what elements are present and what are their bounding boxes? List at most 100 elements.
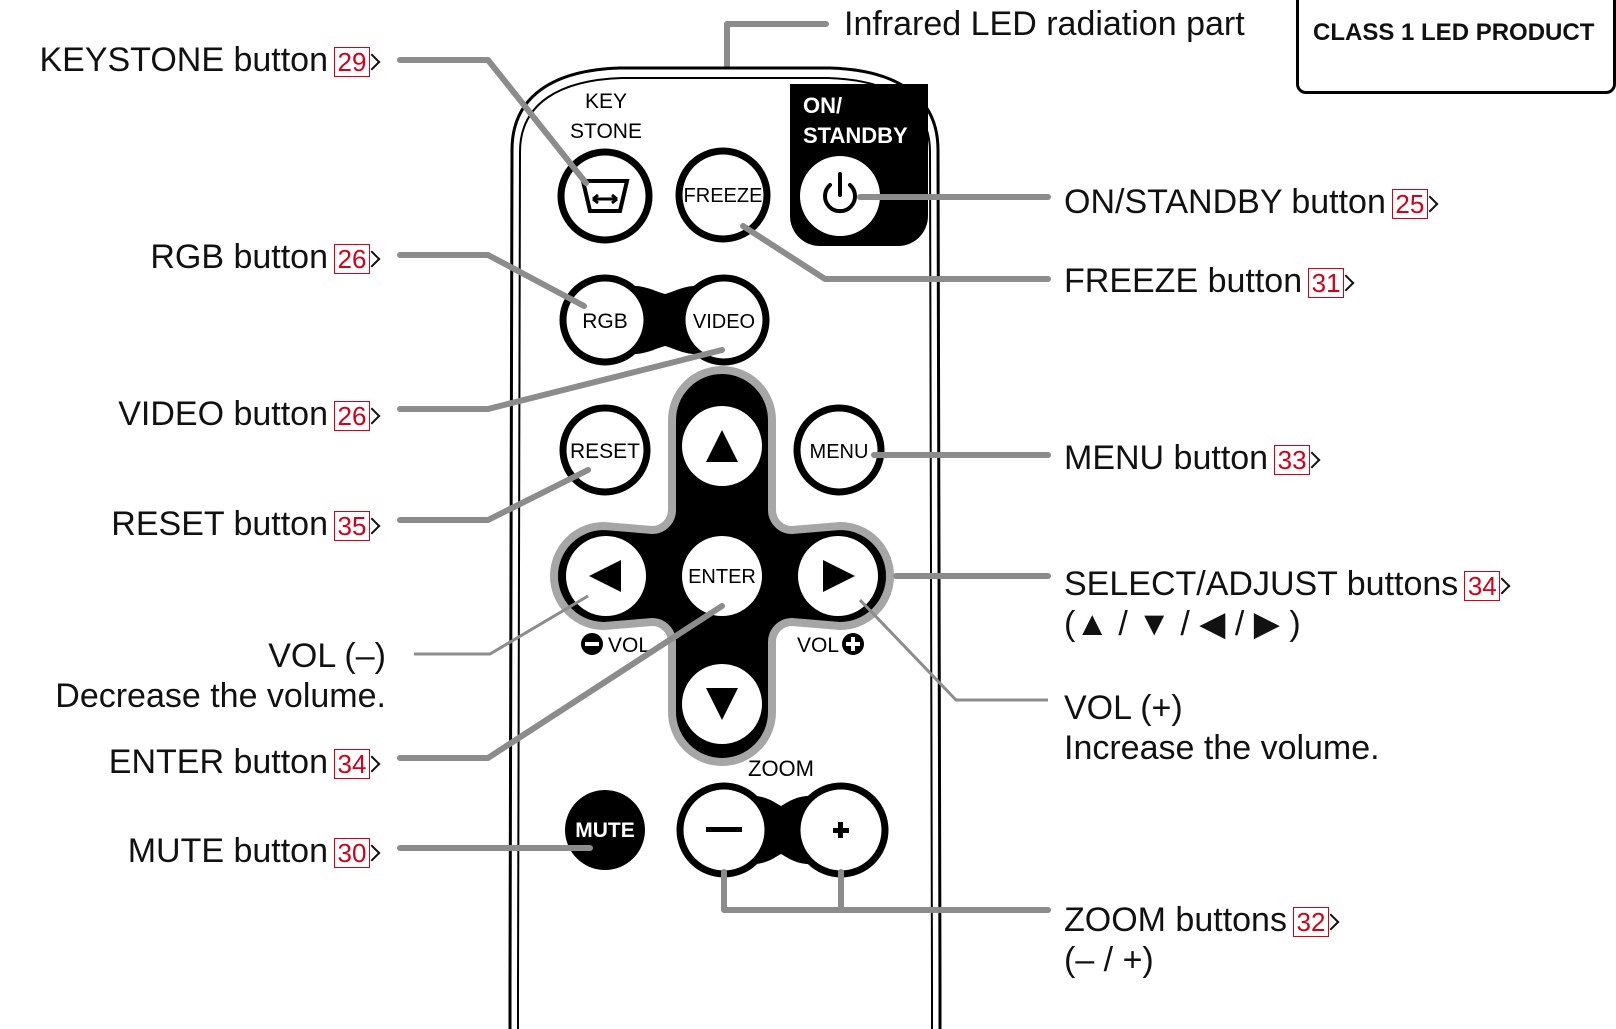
down-button[interactable] bbox=[682, 664, 762, 744]
vol-minus-description: Decrease the volume. bbox=[55, 677, 386, 715]
keystone-callout-text: KEYSTONE button bbox=[39, 41, 328, 79]
svg-text:VOL: VOL bbox=[797, 634, 839, 657]
down-arrow-icon bbox=[706, 688, 738, 720]
enter-button-text: ENTER bbox=[688, 566, 756, 588]
rgb-callout-text: RGB button bbox=[150, 238, 328, 276]
rgb-button[interactable]: RGB bbox=[559, 274, 651, 366]
right-button[interactable] bbox=[798, 536, 878, 616]
enter-leader bbox=[397, 603, 725, 761]
zoom-minus-button[interactable] bbox=[676, 782, 772, 878]
zoom-label: ZOOM bbox=[748, 756, 814, 781]
zoom-buttons-signs: (– / +) bbox=[1064, 941, 1154, 979]
page-ref: 29 bbox=[334, 47, 381, 78]
menu-button-text: MENU bbox=[810, 441, 869, 463]
keystone-button[interactable] bbox=[557, 148, 653, 244]
video-leader bbox=[397, 347, 725, 412]
page-ref-number: 33 bbox=[1274, 445, 1311, 476]
zoom-callout-text: ZOOM buttons bbox=[1064, 901, 1287, 939]
menu-button[interactable]: MENU bbox=[793, 404, 885, 496]
on-standby-label-top: ON/ bbox=[803, 93, 842, 118]
vol-minus-marking: VOL bbox=[578, 630, 654, 658]
reset-button-text: RESET bbox=[570, 440, 640, 463]
up-button[interactable] bbox=[682, 406, 762, 486]
ir-leader-line bbox=[724, 21, 829, 71]
vol-minus-leader bbox=[414, 594, 589, 656]
left-arrow-icon bbox=[589, 560, 621, 592]
keystone-icon bbox=[580, 179, 630, 213]
zoom-leader bbox=[721, 869, 1051, 913]
rgb-button-text: RGB bbox=[582, 310, 628, 333]
page-ref: 34 bbox=[1464, 571, 1511, 602]
zoom-plus-button[interactable] bbox=[793, 782, 889, 878]
mute-callout-text: MUTE button bbox=[127, 832, 328, 870]
page-ref-number: 31 bbox=[1308, 268, 1345, 299]
page-ref: 34 bbox=[334, 749, 381, 780]
keystone-label-top: KEY bbox=[585, 90, 627, 113]
minus-icon bbox=[706, 827, 742, 832]
page-ref: 32 bbox=[1292, 907, 1340, 938]
freeze-callout-text: FREEZE button bbox=[1064, 262, 1303, 300]
page-ref: 35 bbox=[334, 511, 381, 542]
page-ref-number: 26 bbox=[334, 244, 370, 275]
select-adjust-callout-text: SELECT/ADJUST buttons bbox=[1064, 565, 1459, 603]
thin-leader-lines bbox=[414, 594, 1048, 702]
mute-button-text: MUTE bbox=[575, 819, 635, 842]
video-button[interactable]: VIDEO bbox=[678, 274, 770, 366]
on-standby-label-bottom: STANDBY bbox=[803, 123, 908, 148]
right-arrow-icon bbox=[823, 560, 855, 592]
vol-plus-description: Increase the volume. bbox=[1064, 729, 1380, 767]
class-led-product-box: CLASS 1 LED PRODUCT bbox=[1296, 0, 1616, 94]
infrared-led-label: Infrared LED radiation part bbox=[844, 5, 1245, 43]
up-arrow-icon bbox=[706, 430, 738, 462]
vol-minus-title: VOL (–) bbox=[268, 637, 386, 675]
freeze-button[interactable]: FREEZE bbox=[675, 147, 771, 243]
reset-callout-text: RESET button bbox=[111, 505, 328, 543]
page-ref: 26 bbox=[334, 244, 381, 275]
video-button-text: VIDEO bbox=[693, 311, 755, 333]
page-ref: 25 bbox=[1391, 189, 1439, 220]
page-ref: 26 bbox=[334, 401, 381, 432]
on-standby-button[interactable] bbox=[800, 156, 880, 236]
mute-button[interactable]: MUTE bbox=[565, 790, 645, 870]
menu-callout-text: MENU button bbox=[1064, 439, 1269, 477]
select-adjust-arrows: (▲ / ▼ / ◀ / ▶ ) bbox=[1064, 605, 1301, 643]
rgb-leader bbox=[397, 252, 587, 309]
enter-callout-text: ENTER button bbox=[108, 743, 328, 781]
page-ref-number: 30 bbox=[334, 838, 370, 869]
page-ref-number: 34 bbox=[1464, 571, 1501, 602]
vol-plus-title: VOL (+) bbox=[1064, 689, 1183, 727]
enter-button[interactable]: ENTER bbox=[682, 536, 762, 616]
keystone-leader bbox=[397, 57, 589, 186]
freeze-button-text: FREEZE bbox=[684, 185, 763, 207]
page-ref: 33 bbox=[1274, 445, 1321, 476]
vol-plus-marking: VOL bbox=[794, 630, 870, 658]
page-ref-number: 32 bbox=[1292, 907, 1329, 938]
class-led-product-text: CLASS 1 LED PRODUCT bbox=[1313, 19, 1595, 46]
on-standby-callout-text: ON/STANDBY button bbox=[1064, 183, 1386, 221]
page-ref-number: 25 bbox=[1391, 189, 1428, 220]
page-ref: 31 bbox=[1308, 268, 1355, 299]
left-button[interactable] bbox=[566, 536, 646, 616]
page-ref-number: 35 bbox=[334, 511, 370, 542]
page-ref: 30 bbox=[334, 838, 381, 869]
page-ref-number: 34 bbox=[334, 749, 370, 780]
page-ref-number: 26 bbox=[334, 401, 370, 432]
leader-lines bbox=[397, 57, 1051, 913]
svg-text:VOL: VOL bbox=[608, 634, 650, 657]
video-callout-text: VIDEO button bbox=[118, 395, 328, 433]
vol-minus-callout: VOL (–) Decrease the volume. bbox=[55, 636, 386, 716]
freeze-leader bbox=[740, 223, 1051, 282]
